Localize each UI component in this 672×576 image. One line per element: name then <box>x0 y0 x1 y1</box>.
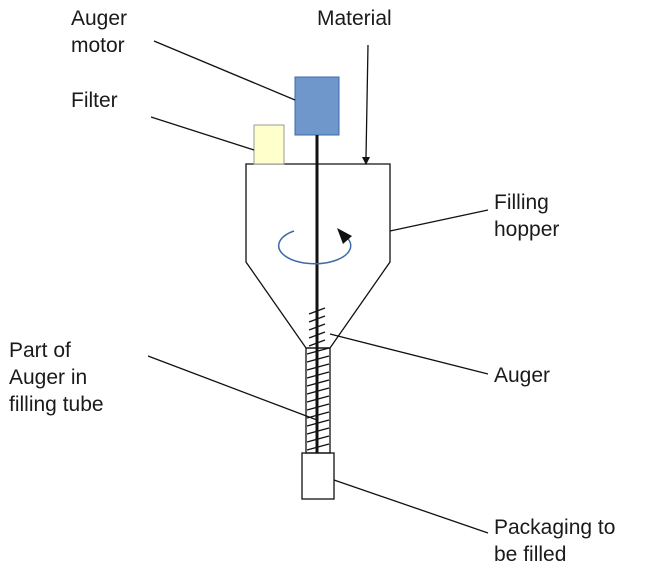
leader-auger-motor <box>153 40 296 101</box>
packaging-container <box>301 452 335 500</box>
label-auger: Auger <box>494 364 550 387</box>
label-filling-hopper: Filling hopper <box>494 191 559 241</box>
label-packaging: Packaging to be filled <box>494 516 621 566</box>
leader-material-arrow <box>365 44 369 159</box>
label-auger-motor: Auger motor <box>71 7 133 57</box>
leader-filling-hopper <box>389 209 489 232</box>
label-part-of-auger: Part of Auger in filling tube <box>9 339 104 416</box>
leader-filter <box>150 116 255 151</box>
rotation-arrow-icon <box>277 230 352 265</box>
label-material: Material <box>317 7 392 30</box>
leader-part-of-auger <box>147 355 318 421</box>
label-filter: Filter <box>71 89 118 112</box>
leader-auger <box>329 333 489 375</box>
auger-motor-box <box>294 76 340 136</box>
material-arrowhead-icon <box>362 157 370 165</box>
leader-packaging <box>333 479 489 534</box>
rotation-arrowhead-icon <box>337 228 352 244</box>
filter-box <box>253 124 285 165</box>
